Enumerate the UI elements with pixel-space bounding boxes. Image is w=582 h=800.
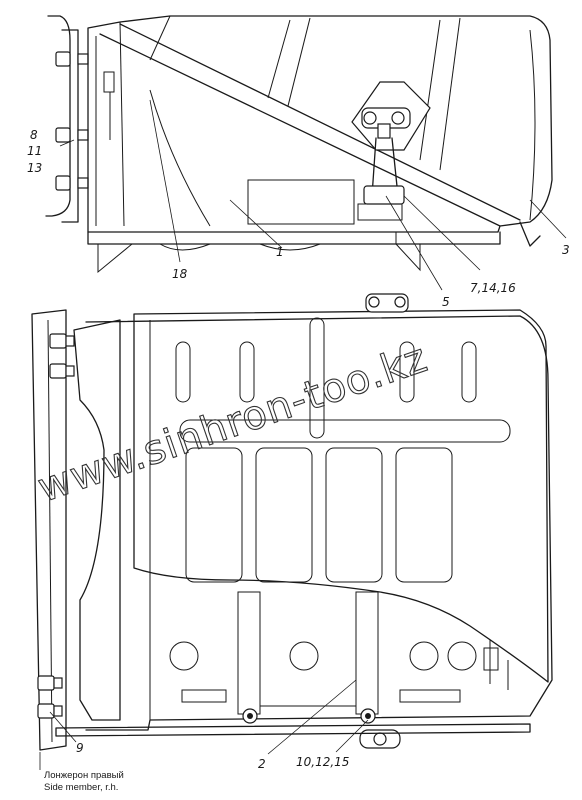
lid-rib-3: [419, 19, 441, 161]
callout-10-12-15: 10,12,15: [296, 755, 349, 769]
strap-bolts: [242, 708, 376, 724]
callout-18: 18: [172, 267, 188, 281]
bottom-rail: [87, 231, 501, 245]
lid-diagonal: [99, 33, 501, 227]
nameplate: [247, 179, 355, 225]
battery-cells: [169, 641, 477, 703]
latch-right: [519, 221, 541, 247]
callout-2: 2: [258, 757, 266, 771]
callout-9: 9: [76, 741, 84, 755]
hold-down-straps: [237, 591, 379, 715]
mounting-bracket: [73, 319, 121, 721]
frame-rail-top: [45, 15, 71, 217]
vent-left: [103, 71, 115, 140]
bottom-clamp: [359, 729, 401, 749]
lid-diagonal-2: [119, 23, 521, 221]
callout-11: 11: [27, 144, 42, 158]
battery-box-body: [87, 15, 553, 233]
caption-ru: Лонжерон правый: [44, 770, 124, 781]
right-edge-inner: [529, 29, 536, 221]
bottom-rail-plan: [55, 723, 531, 737]
box-inner-left-2: [119, 21, 125, 227]
side-member-rail: [31, 309, 67, 751]
clamp-head: [361, 107, 411, 139]
inner-curve: [149, 89, 211, 227]
callout-1: 1: [276, 245, 284, 259]
side-member-inner: [47, 319, 53, 743]
clamp-base: [357, 203, 403, 221]
bottom-view: [31, 293, 553, 751]
mounting-plate-top: [61, 29, 79, 223]
lid-panel: [133, 309, 549, 683]
lid-ribs: [175, 317, 511, 583]
top-view: [45, 15, 553, 274]
lid-rib-4: [439, 17, 461, 171]
lid-rib-2: [287, 17, 311, 107]
top-clamp: [365, 293, 409, 313]
foot-left: [97, 243, 133, 274]
callout-13: 13: [27, 161, 42, 175]
callout-5: 5: [442, 295, 450, 309]
watermark-text: www.sinhron-too.kz: [32, 335, 433, 511]
callout-8: 8: [30, 128, 38, 142]
leaders-top: [59, 99, 567, 291]
callout-3: 3: [562, 243, 570, 257]
bottom-curves: [159, 243, 321, 251]
lid-rib-1: [267, 19, 291, 99]
bolt-group-top: [55, 51, 89, 191]
terminal-detail: [483, 640, 509, 690]
foot-right: [395, 232, 421, 272]
clamp-nut: [363, 185, 405, 205]
leaders-bottom: [39, 679, 369, 770]
bolt-group-bottom: [37, 333, 75, 719]
caption-en: Side member, r.h.: [44, 782, 118, 793]
callout-7-14-16: 7,14,16: [470, 281, 516, 295]
lid-edge: [149, 15, 171, 61]
